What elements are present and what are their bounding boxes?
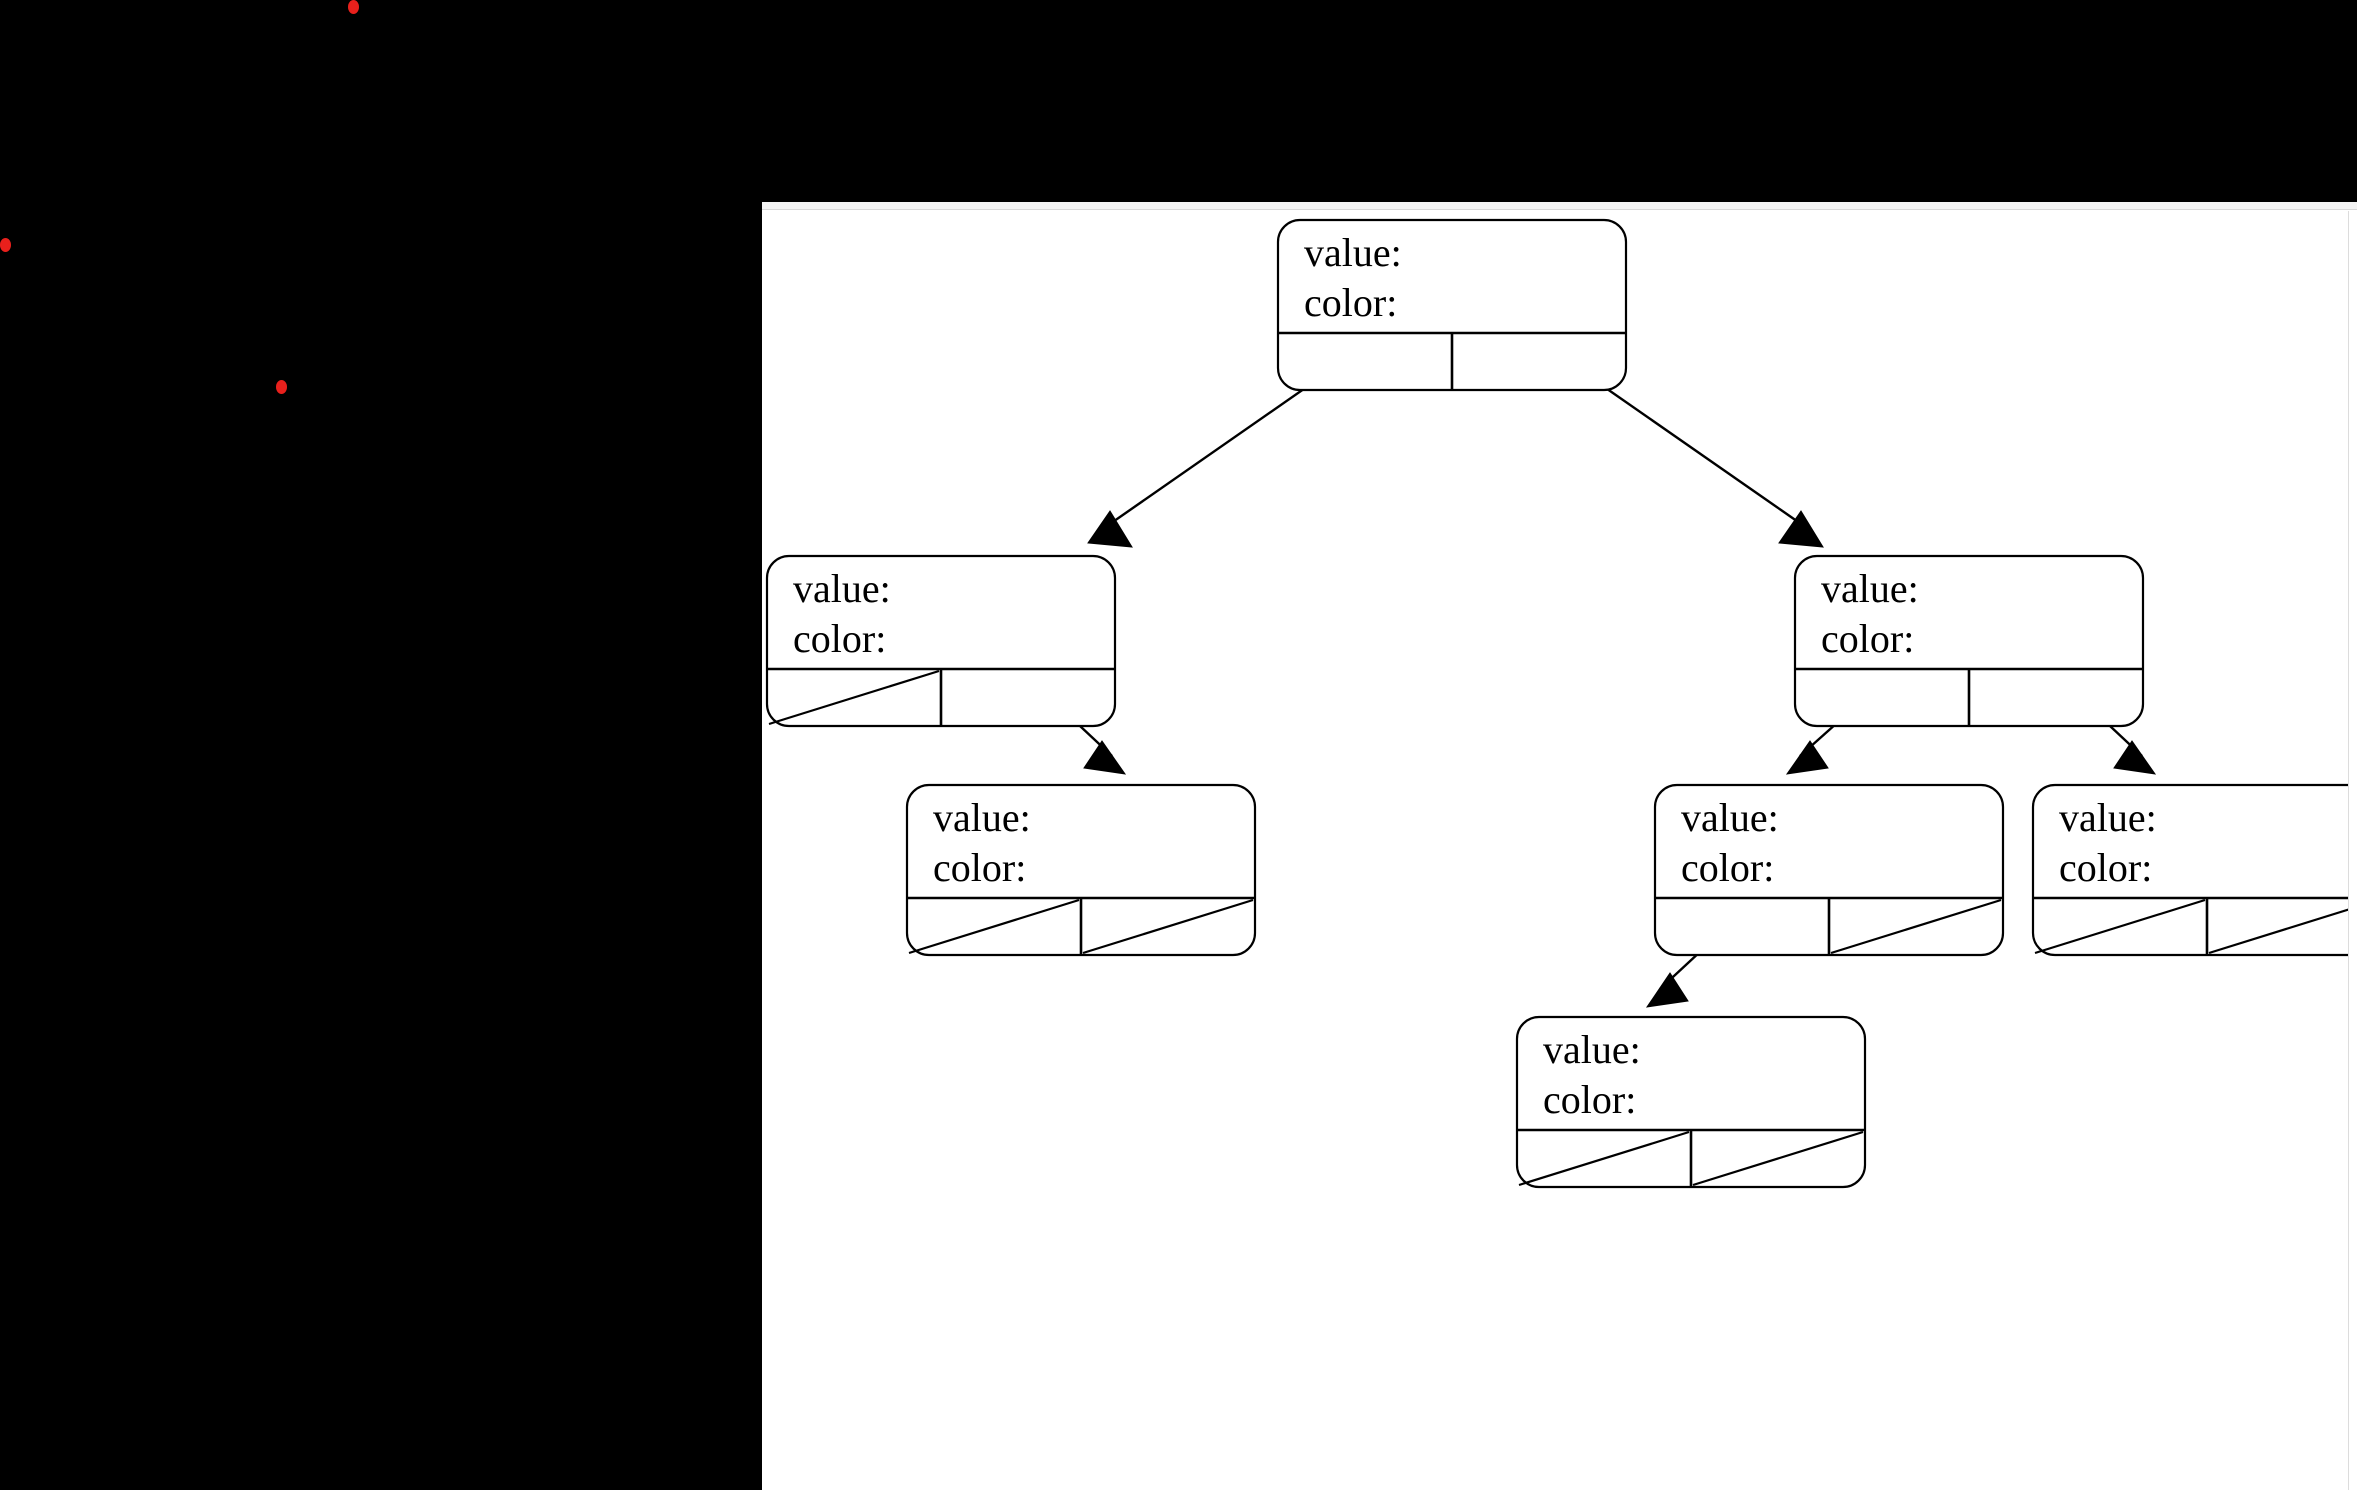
tree-node-left-right[interactable]: value: color:	[905, 783, 1257, 957]
tree-node-right[interactable]: value: color:	[1793, 554, 2145, 728]
node-value-label: value:	[2059, 795, 2157, 840]
graph-viewer-window[interactable]: value: color: value: color: value: color…	[762, 202, 2357, 1490]
node-color-label: color:	[793, 616, 886, 661]
window-header-bar	[762, 202, 2357, 210]
tree-diagram-canvas[interactable]: value: color: value: color: value: color…	[762, 211, 2357, 1490]
nil-slash-right	[1830, 898, 2002, 955]
node-color-label: color:	[1821, 616, 1914, 661]
tree-node-right-left-left[interactable]: value: color:	[1515, 1015, 1867, 1189]
nil-slash-right	[1692, 1130, 1864, 1187]
tree-node-right-right[interactable]: value: color:	[2031, 783, 2357, 957]
node-color-label: color:	[1304, 280, 1397, 325]
node-value-label: value:	[793, 566, 891, 611]
node-color-label: color:	[933, 845, 1026, 890]
node-value-label: value:	[933, 795, 1031, 840]
tree-node-left[interactable]: value: color:	[765, 554, 1117, 728]
node-value-label: value:	[1304, 230, 1402, 275]
nil-slash-left	[2034, 898, 2206, 955]
vertical-scrollbar[interactable]	[2348, 211, 2357, 1490]
node-value-label: value:	[1821, 566, 1919, 611]
tree-node-right-left[interactable]: value: color:	[1653, 783, 2005, 957]
node-color-label: color:	[1543, 1077, 1636, 1122]
tree-node-root[interactable]: value: color:	[1276, 218, 1628, 392]
node-value-label: value:	[1681, 795, 1779, 840]
nil-slash-left	[1518, 1130, 1690, 1187]
nil-slash-left	[768, 669, 940, 726]
node-color-label: color:	[1681, 845, 1774, 890]
marker-dot-middle	[276, 380, 287, 394]
marker-dot-left	[0, 238, 11, 252]
node-value-label: value:	[1543, 1027, 1641, 1072]
nil-slash-right	[1082, 898, 1254, 955]
node-color-label: color:	[2059, 845, 2152, 890]
marker-dot-top	[348, 0, 359, 14]
nil-slash-left	[908, 898, 1080, 955]
